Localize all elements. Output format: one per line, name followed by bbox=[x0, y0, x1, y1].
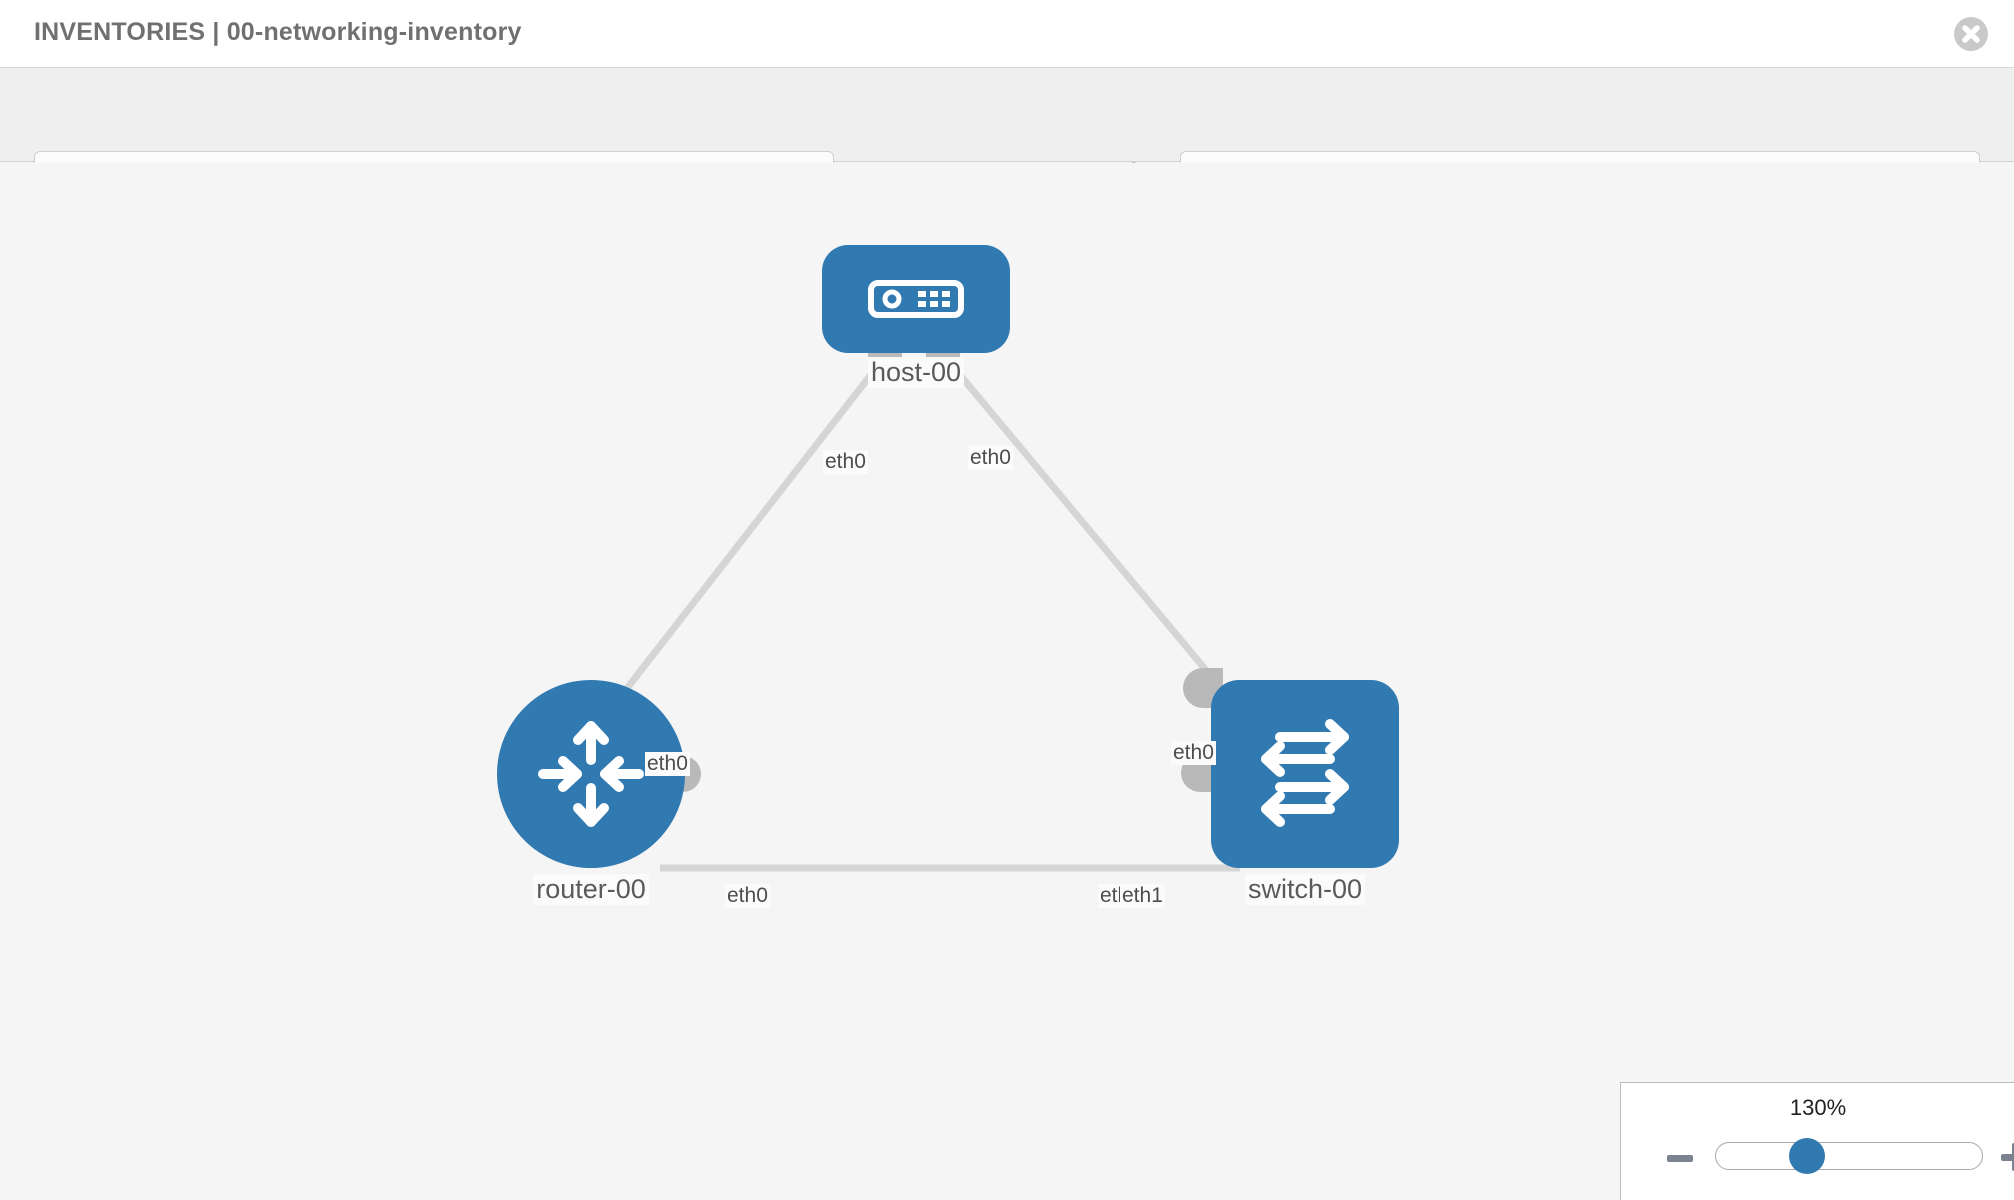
page-header: INVENTORIES | 00-networking-inventory bbox=[0, 0, 2014, 68]
topology-node-host-00[interactable]: host-00 bbox=[822, 245, 1010, 388]
router-arrows-icon bbox=[538, 721, 644, 827]
interface-label-switch-uplink-eth0: eth0 bbox=[1171, 741, 1216, 765]
topology-canvas[interactable]: host-00 route bbox=[0, 163, 2014, 1200]
interface-label-host-switch-eth0: eth0 bbox=[968, 446, 1013, 470]
interface-label-router-trunk-eth0: eth0 bbox=[725, 884, 770, 908]
server-icon bbox=[868, 280, 964, 318]
interface-label-switch-trunk-eth1: eth1 bbox=[1120, 884, 1165, 908]
page-title: INVENTORIES | 00-networking-inventory bbox=[34, 18, 522, 46]
switch-arrows-icon bbox=[1261, 719, 1349, 827]
topology-links bbox=[597, 360, 1253, 872]
close-icon[interactable] bbox=[1954, 17, 1988, 51]
zoom-slider[interactable] bbox=[1715, 1142, 1983, 1170]
interface-label-router-uplink-eth0: eth0 bbox=[645, 752, 690, 776]
router-00-label: router-00 bbox=[533, 874, 649, 905]
zoom-level-value: 130% bbox=[1789, 1095, 1847, 1120]
toolbar: ACTIONS SEARCH bbox=[0, 68, 2014, 207]
host-00-shape[interactable] bbox=[822, 245, 1010, 353]
link-host-switch[interactable] bbox=[947, 360, 1253, 726]
switch-00-shape[interactable] bbox=[1211, 680, 1399, 868]
interface-label-host-router-eth0: eth0 bbox=[823, 450, 868, 474]
zoom-control-panel: 130% bbox=[1620, 1082, 2014, 1200]
host-00-label: host-00 bbox=[867, 357, 965, 388]
topology-node-switch-00[interactable]: switch-00 bbox=[1181, 668, 1399, 905]
switch-00-label: switch-00 bbox=[1244, 874, 1366, 905]
link-host-router[interactable] bbox=[597, 360, 883, 726]
zoom-slider-thumb[interactable] bbox=[1789, 1138, 1825, 1174]
minus-icon[interactable] bbox=[1667, 1155, 1693, 1162]
